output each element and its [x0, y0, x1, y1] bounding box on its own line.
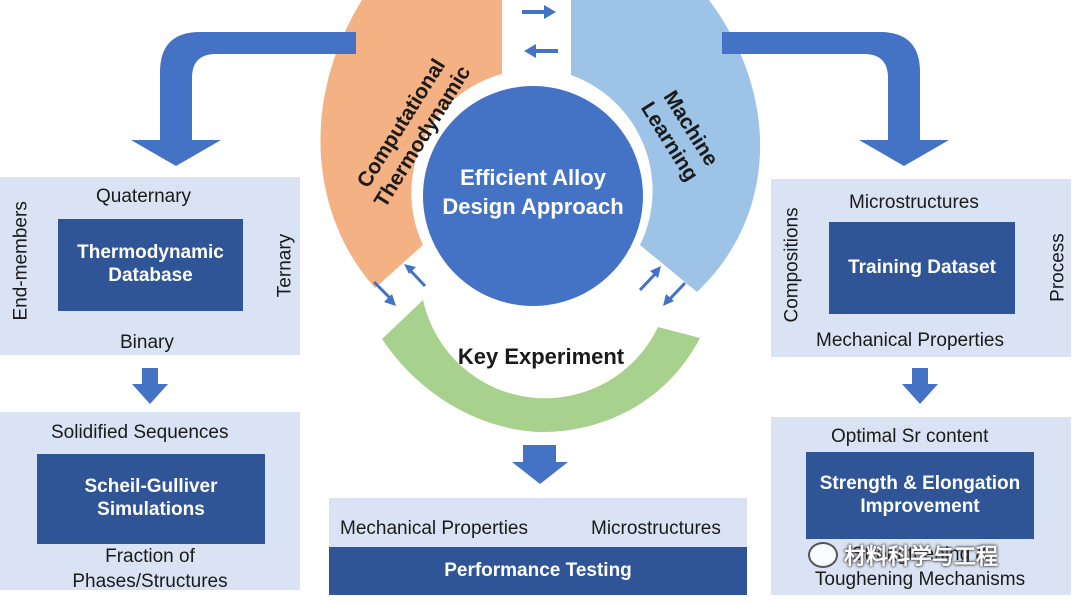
binary-label: Binary — [120, 332, 174, 353]
toughening-mechanisms-label: Strengthening & Toughening Mechanisms — [814, 544, 1026, 590]
mechanical-properties-bottom-label: Mechanical Properties — [340, 518, 528, 539]
solidified-sequences-label: Solidified Sequences — [51, 422, 229, 443]
center-down-arrow — [512, 445, 568, 484]
right-curved-arrow — [722, 32, 949, 166]
left-curved-arrow — [131, 32, 356, 166]
optimal-sr-label: Optimal Sr content — [831, 426, 989, 447]
compositions-label: Compositions — [781, 207, 803, 323]
thermo-arc — [320, 0, 502, 288]
experiment-arc-label: Key Experiment — [457, 344, 625, 369]
process-label: Process — [1047, 233, 1069, 302]
fraction-of-phases-label: Fraction of Phases/Structures — [72, 546, 228, 592]
watermark: 材料科学与工程 — [808, 540, 998, 570]
top-double-arrow — [522, 5, 558, 58]
watermark-text: 材料科学与工程 — [844, 544, 999, 569]
right-double-arrow — [638, 266, 687, 306]
center-circle — [423, 86, 643, 306]
center-title: Efficient Alloy Design Approach — [442, 165, 624, 219]
mechanical-properties-right-label: Mechanical Properties — [816, 330, 1004, 351]
wechat-icon — [808, 542, 838, 568]
quaternary-label: Quaternary — [96, 186, 192, 207]
right-down-arrow — [902, 368, 938, 404]
training-dataset-box: Training Dataset — [829, 222, 1015, 314]
microstructures-bottom-label: Microstructures — [591, 518, 721, 539]
ml-arc — [571, 0, 761, 292]
performance-testing-box: Performance Testing — [329, 547, 747, 595]
microstructures-label: Microstructures — [849, 192, 979, 213]
ternary-label: Ternary — [274, 233, 296, 298]
experiment-arc — [382, 300, 700, 432]
left-down-arrow — [132, 368, 168, 404]
left-double-arrow — [372, 264, 427, 306]
end-members-label: End-members — [10, 201, 32, 321]
